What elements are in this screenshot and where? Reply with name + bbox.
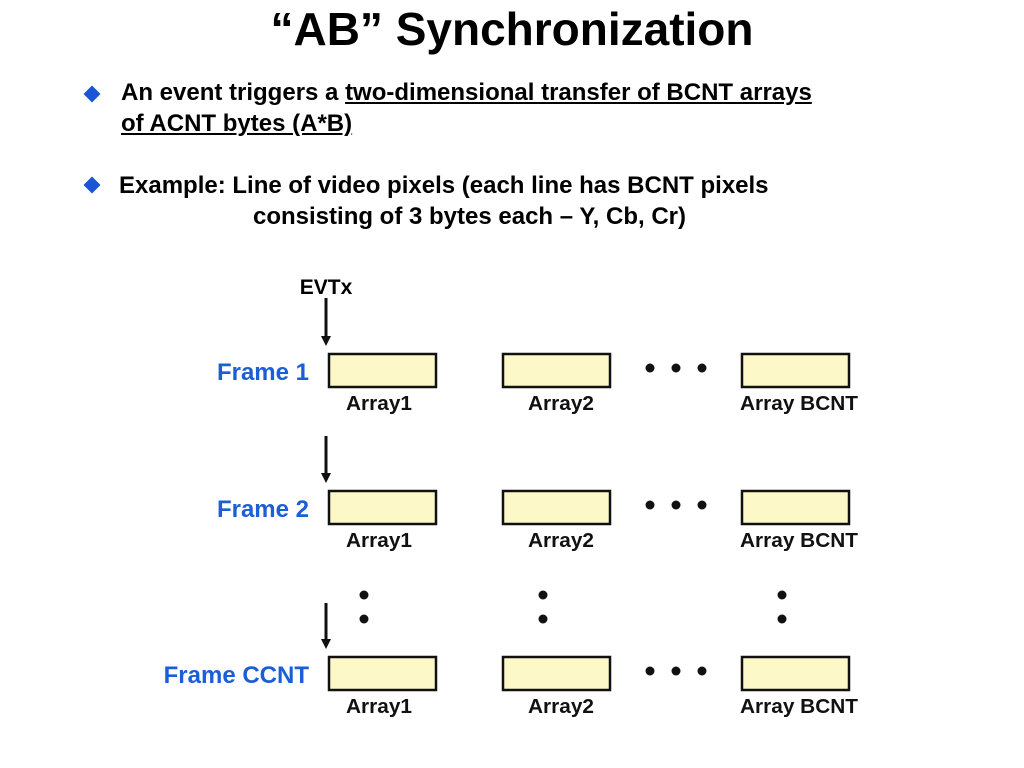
bullet-2-line-2: consisting of 3 bytes each – Y, Cb, Cr) [253,203,687,230]
array-box [501,655,612,692]
continuation-dot-icon [697,500,707,510]
frame-label: Frame CCNT [164,662,310,689]
continuation-dot-icon [697,666,707,676]
frame-label: Frame 1 [217,359,309,386]
bullet-2: Example: Line of video pixels (each line… [119,170,979,232]
continuation-dot-icon [645,666,655,676]
array-box [327,352,438,389]
bullet-1: An event triggers a two-dimensional tran… [121,77,951,139]
event-label: EVTx [300,276,353,299]
array-box [501,489,612,526]
continuation-dot-icon [645,363,655,373]
array-box [740,489,851,526]
array-label: Array1 [346,393,412,415]
array-label: Array2 [528,393,594,415]
array-box [740,352,851,389]
array-box [327,655,438,692]
array-label: Array1 [346,530,412,552]
array-label: Array BCNT [740,696,858,718]
array-label: Array2 [528,530,594,552]
array-label: Array1 [346,696,412,718]
array-label: Array BCNT [740,530,858,552]
continuation-dot-icon [697,363,707,373]
continuation-dot-icon [671,363,681,373]
array-box [501,352,612,389]
frame-row: Frame 1 Array1 Array2 Array BCNT [217,298,858,415]
frame-row: Frame CCNT Array1 Array2 Array BCNT [164,603,858,718]
array-box [740,655,851,692]
continuation-dot-icon [671,500,681,510]
bullet-1-underlined-text: two-dimensional transfer of BCNT arrays [345,79,812,106]
array-box [327,489,438,526]
bullet-1-underlined-text-2: of ACNT bytes (A*B) [121,110,353,137]
bullet-1-plain-text: An event triggers a [121,79,346,106]
continuation-dot-icon [645,500,655,510]
vertical-continuation-dots [359,590,787,624]
array-label: Array BCNT [740,393,858,415]
frame-row: Frame 2 Array1 Array2 Array BCNT [217,436,858,552]
slide-title: “AB” Synchronization [270,3,754,55]
bullet-2-line-1: Example: Line of video pixels (each line… [119,172,769,199]
continuation-dot-icon [671,666,681,676]
array-label: Array2 [528,696,594,718]
frame-label: Frame 2 [217,496,309,523]
